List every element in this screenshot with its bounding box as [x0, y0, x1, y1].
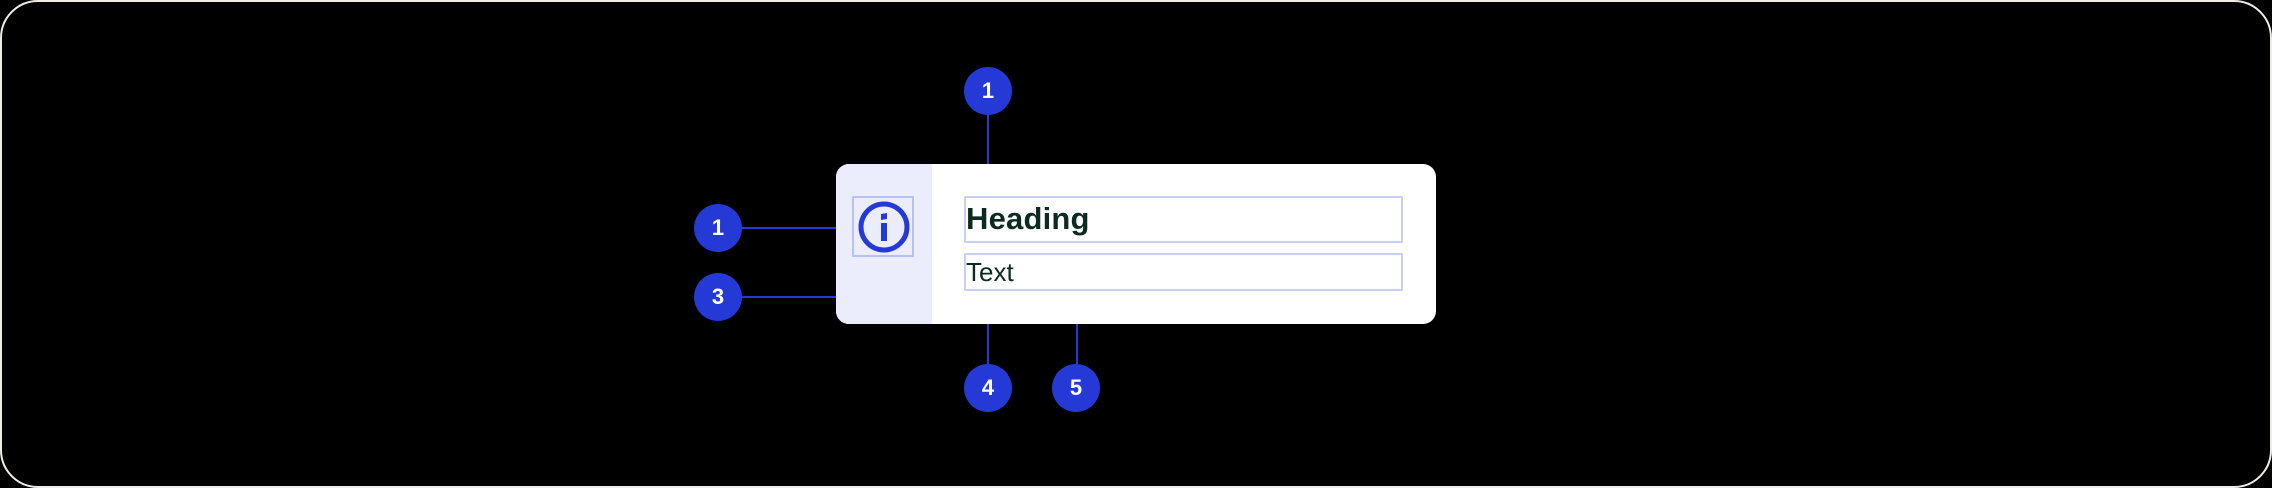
callout-badge-left-side: 3 [694, 273, 742, 321]
callout-badge-bottom-card: 5 [1052, 364, 1100, 412]
connector-bottom-card [1076, 324, 1078, 366]
alert-card: Heading Text [836, 164, 1436, 324]
card-text: Text [966, 257, 1014, 287]
card-heading: Heading [966, 201, 1090, 236]
callout-badge-bottom-text: 4 [964, 364, 1012, 412]
connector-left-icon [740, 227, 852, 229]
text-slot: Text [964, 253, 1403, 291]
callout-badge-top: 1 [964, 67, 1012, 115]
icon-container [852, 196, 914, 257]
callout-badge-left-icon: 1 [694, 204, 742, 252]
card-side-panel [836, 164, 932, 324]
heading-slot: Heading [964, 196, 1403, 243]
info-icon [858, 201, 910, 253]
connector-top-heading [987, 112, 989, 196]
connector-left-side [740, 296, 836, 298]
connector-bottom-text [987, 291, 989, 366]
